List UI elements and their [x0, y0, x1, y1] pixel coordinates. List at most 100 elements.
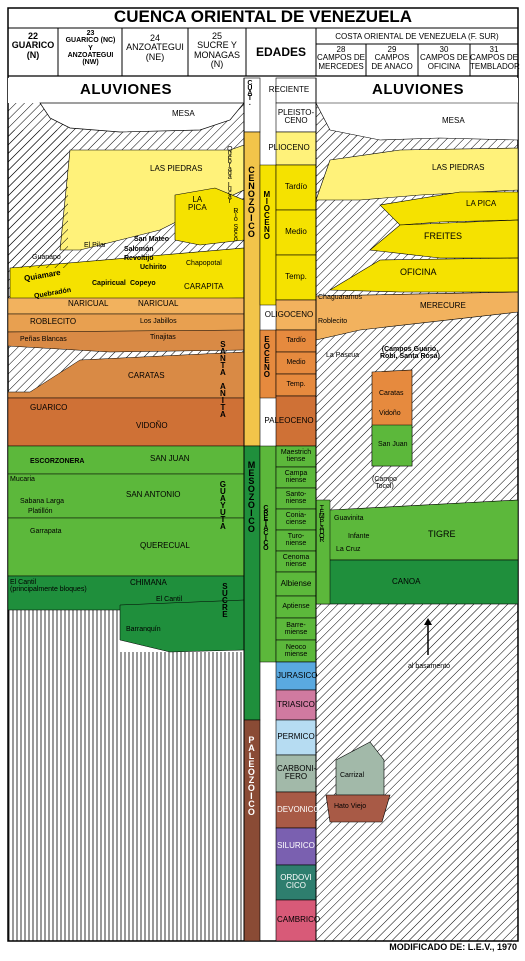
era-mesozoico: MESOZOICO [246, 460, 257, 532]
age-label-neoco: Neoco miense [284, 643, 308, 658]
age-label-barre: Barre- miense [284, 621, 308, 636]
age-label-medio1: Medio [285, 227, 307, 237]
age-label-reciente: RECIENTE [268, 85, 310, 95]
age-label-permico: PERMICO [277, 732, 315, 742]
era-mioceno: MIOCENO [262, 190, 272, 239]
right-freites [369, 219, 519, 259]
right-san-juan: San Juan [378, 441, 408, 448]
right-las-piedras: LAS PIEDRAS [432, 163, 485, 172]
age-label-triasico: TRIASICO [277, 699, 315, 709]
age-cell-permico [275, 719, 317, 756]
left-uchirito: Uchirito [140, 264, 167, 271]
age-label-silurico: SILURICO [277, 841, 315, 851]
right-carrizal: Carrizal [340, 772, 365, 779]
left-copoyo: Copeyo [130, 280, 156, 287]
era-paleozoico: PALEOZOICO [246, 735, 257, 815]
header-edades: EDADES [255, 45, 306, 59]
left-basement-2 [120, 652, 244, 941]
right-chaguaramos: Chaguaramos [318, 294, 362, 301]
header-col23: 23 GUARICO (NC) Y ANZOATEGUI (NW) [65, 30, 116, 67]
age-cell-plioceno [275, 131, 317, 166]
left-tinajitas: Tinajitas [150, 334, 176, 341]
header-col25: 25 SUCRE Y MONAGAS (N) [193, 31, 240, 70]
right-carrizal [335, 741, 385, 796]
age-cell-albiense [275, 571, 317, 597]
footer-credit: MODIFICADO DE: L.E.V., 1970 [389, 942, 517, 952]
left-carapita: CARAPITA [184, 282, 224, 291]
right-oficina [328, 257, 519, 293]
left-rio-seco: Río Seco [232, 208, 240, 240]
age-label-aptiense: Aptiense [282, 603, 310, 611]
right-vidono: Vidoño [379, 410, 401, 417]
right-freites: FREITES [424, 231, 463, 241]
left-mesa [39, 102, 245, 133]
left-san-juan [7, 445, 245, 475]
header-col22: 22 GUARICO (N) [11, 31, 55, 60]
right-roblecito: Roblecito [318, 318, 348, 325]
right-la-pascua: La Pascua [326, 352, 360, 359]
left-guanapo: Guanapo [32, 254, 61, 261]
age-label-temp2: Temp. [286, 381, 306, 389]
age-label-paleoceno: PALEOCENO [264, 415, 314, 425]
right-oficina: OFICINA [400, 267, 437, 277]
left-el-cantil-2: El Cantil [156, 596, 183, 603]
era-eoceno: EOCENO [262, 335, 272, 377]
age-label-turo: Turo- niense [285, 533, 307, 548]
age-cell-silurico [275, 827, 317, 866]
left-naricual-1: NARICUAL [68, 299, 109, 308]
right-la-cruz: La Cruz [336, 546, 361, 553]
age-label-plioceno: PLIOCENO [268, 143, 310, 153]
right-guavinita: Guavinita [334, 515, 364, 522]
cretacico-bar [259, 445, 277, 663]
age-label-carbonifero: CARBONI- FERO [277, 764, 317, 782]
age-label-cambrico: CAMBRICO [277, 915, 321, 925]
age-label-maestrich: Maestrich tiense [280, 449, 312, 464]
right-mesa [315, 102, 519, 141]
left-el-pilar: El Pilar [84, 242, 107, 249]
age-cell-triasico [275, 689, 317, 721]
era-cretacico: CRETACICO [262, 505, 270, 550]
left-sucre: SUCRE [220, 582, 230, 617]
chart-title: CUENCA ORIENTAL DE VENEZUELA [113, 7, 413, 26]
age-label-campa: Campa niense [284, 470, 308, 485]
header-costa: COSTA ORIENTAL DE VENEZUELA (F. SUR) [335, 32, 499, 41]
right-aluviones: ALUVIONES [372, 81, 465, 98]
left-aluviones-band [8, 78, 244, 103]
left-san-antonio [7, 473, 245, 519]
right-infante: Infante [348, 533, 370, 540]
left-upper-hatch [8, 130, 68, 268]
age-label-oligoceno: OLIGOCENO [264, 309, 314, 319]
left-san-antonio: SAN ANTONIO [126, 490, 181, 499]
age-label-pleistoceno: PLEISTO- CENO [277, 108, 315, 126]
age-label-conia: Conia- ciense [285, 512, 307, 527]
age-cell-jurasico [275, 661, 317, 691]
right-caratas: Caratas [379, 390, 404, 397]
age-label-jurasico: JURASICO [277, 670, 318, 680]
left-san-juan: SAN JUAN [150, 454, 190, 463]
age-label-ordovicico: ORDOVI CICO [280, 873, 312, 891]
age-label-tardio2: Tardío [286, 337, 306, 345]
left-las-piedras-label: LAS PIEDRAS [150, 164, 203, 173]
left-basement [8, 610, 120, 941]
left-escorzonera: ESCORZONERA [30, 458, 85, 465]
right-temblador: TEMBLADOR [318, 505, 326, 541]
left-quebrada-lucar: Quebrada Lucar [226, 146, 234, 202]
age-label-ceno: Cenoma niense [282, 554, 310, 569]
left-querecual: QUERECUAL [140, 541, 190, 550]
left-el-cantil: El Cantil (principalmente bloques) [10, 579, 87, 594]
right-hato-viejo: Hato Viejo [334, 803, 367, 810]
left-chimana: CHIMANA [130, 578, 167, 587]
header-col28: 28 CAMPOS DE MERCEDES [316, 45, 365, 71]
age-label-tardio1: Tardío [284, 182, 308, 192]
right-campo-tucupita: (Campo Tocol) [372, 476, 397, 491]
left-san-mateo: San Mateo [134, 236, 170, 243]
left-barranquin: Barranquín [126, 626, 161, 633]
left-capiricual: Capiricual [92, 280, 126, 287]
left-vidono: VIDOÑO [136, 421, 168, 430]
left-vidono [7, 397, 245, 447]
right-campos-guario: (Campos Guario, Robi, Santa Rosa) [380, 346, 440, 361]
right-san-juan-block [371, 424, 413, 467]
left-santa-anita: SANTA ANITA [218, 340, 228, 417]
age-label-albiense: Albiense [280, 578, 312, 588]
right-al-basamento: al basamento [408, 663, 451, 670]
